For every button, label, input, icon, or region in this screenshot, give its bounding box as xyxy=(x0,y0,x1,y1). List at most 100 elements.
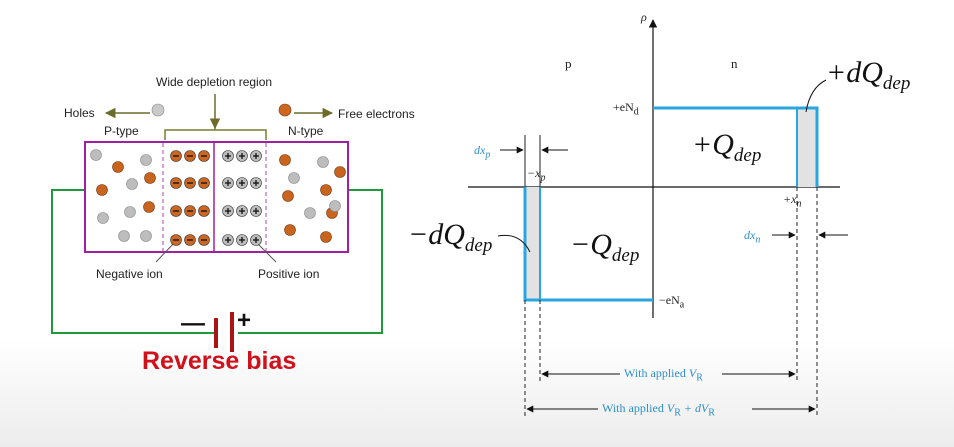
dx-n-text: dx xyxy=(744,228,756,242)
plus-end-text: +eN xyxy=(613,100,634,114)
dx-p-sub: p xyxy=(485,149,491,161)
pos-xn-sub: n xyxy=(796,198,802,210)
pos-xn-text: +x xyxy=(783,192,797,206)
hole-dot xyxy=(90,149,102,161)
applied-dvr-text: With applied xyxy=(602,401,667,415)
electron-dot xyxy=(320,184,332,196)
depletion-region-label: Wide depletion region xyxy=(156,75,273,89)
carrier-dots xyxy=(90,149,346,243)
negative-ion-leader xyxy=(155,241,176,263)
hole-dot xyxy=(317,156,329,168)
minus-dq-leader xyxy=(497,234,531,253)
minus-dq-dep-label: −dQdep xyxy=(408,218,492,257)
dx-p-text: dx xyxy=(474,143,486,157)
applied-vr-dvr-label: With applied VR + dVR xyxy=(602,401,715,418)
n-type-label: N-type xyxy=(288,124,324,138)
plus-q-sub: dep xyxy=(733,145,762,166)
minus-dq-text: −dQ xyxy=(408,218,465,251)
positive-ion xyxy=(222,150,234,162)
electron-legend-dot xyxy=(278,103,292,117)
negative-ion xyxy=(198,205,210,217)
n-region-label: n xyxy=(731,56,738,71)
dq-shade-negative xyxy=(525,187,540,300)
battery-plus-sign: + xyxy=(237,307,252,334)
negative-ion xyxy=(198,177,210,189)
holes-label: Holes xyxy=(64,106,95,120)
positive-ion xyxy=(236,150,248,162)
negative-ion xyxy=(170,177,182,189)
positive-charge-profile xyxy=(653,106,819,187)
hole-dot xyxy=(118,230,130,242)
applied-vr-var: V xyxy=(688,366,697,380)
positive-ion xyxy=(222,205,234,217)
neg-xp-sub: p xyxy=(540,172,546,184)
plus-dq-sub: dep xyxy=(882,73,911,94)
hole-dot xyxy=(124,206,136,218)
negative-ion xyxy=(184,234,196,246)
plus-end-sub: d xyxy=(633,106,639,118)
battery-plate-negative xyxy=(214,318,218,348)
rho-axis-label: ρ xyxy=(641,10,647,24)
positive-ion xyxy=(250,205,262,217)
hole-dot xyxy=(140,230,152,242)
reverse-bias-caption: Reverse bias xyxy=(142,347,297,375)
hole-dot xyxy=(329,200,341,212)
positive-ion xyxy=(250,234,262,246)
plus-q-dep-label: +Qdep xyxy=(692,128,761,167)
hole-dot xyxy=(126,178,138,190)
plus-dq-leader xyxy=(805,79,827,113)
applied-dvr-tail: + dV xyxy=(680,401,709,415)
neg-xp-label: −xp xyxy=(527,166,545,183)
positive-ion xyxy=(250,150,262,162)
electron-dot xyxy=(143,201,155,213)
dq-shade-positive xyxy=(797,108,817,187)
dx-n-label: dxn xyxy=(744,228,760,245)
free-electrons-label: Free electrons xyxy=(338,107,415,121)
applied-vr-label: With applied VR xyxy=(624,366,703,383)
electron-dot xyxy=(334,166,346,178)
negative-ion xyxy=(170,205,182,217)
applied-dvr-sub: R xyxy=(674,407,681,419)
pn-crystal-frame xyxy=(84,141,349,253)
electron-dot xyxy=(282,190,294,202)
dx-n-sub: n xyxy=(755,234,761,246)
hole-legend-dot xyxy=(151,103,165,117)
plus-end-label: +eNd xyxy=(613,100,639,117)
neg-xp-text: −x xyxy=(527,166,541,180)
battery-minus-sign: — xyxy=(181,310,205,337)
negative-ion xyxy=(184,205,196,217)
electron-dot xyxy=(144,172,156,184)
minus-dq-sub: dep xyxy=(464,235,493,256)
hole-dot xyxy=(304,207,316,219)
p-type-label: P-type xyxy=(104,124,139,138)
negative-ion xyxy=(170,234,182,246)
dx-p-label: dxp xyxy=(474,143,490,160)
minus-end-sub: a xyxy=(679,299,685,311)
plus-q-text: +Q xyxy=(692,128,734,161)
minus-end-label: −eNa xyxy=(659,293,684,310)
pos-xn-label: +xn xyxy=(783,192,801,209)
positive-ion xyxy=(236,234,248,246)
positive-ion-label: Positive ion xyxy=(258,267,320,281)
depletion-ions xyxy=(170,150,262,246)
minus-q-sub: dep xyxy=(611,245,640,266)
applied-vr-sub: R xyxy=(696,372,703,384)
applied-dvr-var: V xyxy=(666,401,675,415)
electron-dot xyxy=(96,184,108,196)
hole-dot xyxy=(140,154,152,166)
positive-ion xyxy=(250,177,262,189)
plus-dq-text: +dQ xyxy=(826,56,883,89)
hole-dot xyxy=(97,212,109,224)
hole-dot xyxy=(288,172,300,184)
electron-dot xyxy=(112,161,124,173)
negative-ion xyxy=(184,150,196,162)
plus-dq-dep-label: +dQdep xyxy=(826,56,910,95)
battery-plate-positive xyxy=(230,312,234,352)
minus-end-text: −eN xyxy=(659,293,680,307)
positive-ion xyxy=(222,177,234,189)
negative-ion xyxy=(170,150,182,162)
circuit-wire xyxy=(51,189,383,334)
negative-ion xyxy=(198,234,210,246)
negative-ion-label: Negative ion xyxy=(96,267,163,281)
